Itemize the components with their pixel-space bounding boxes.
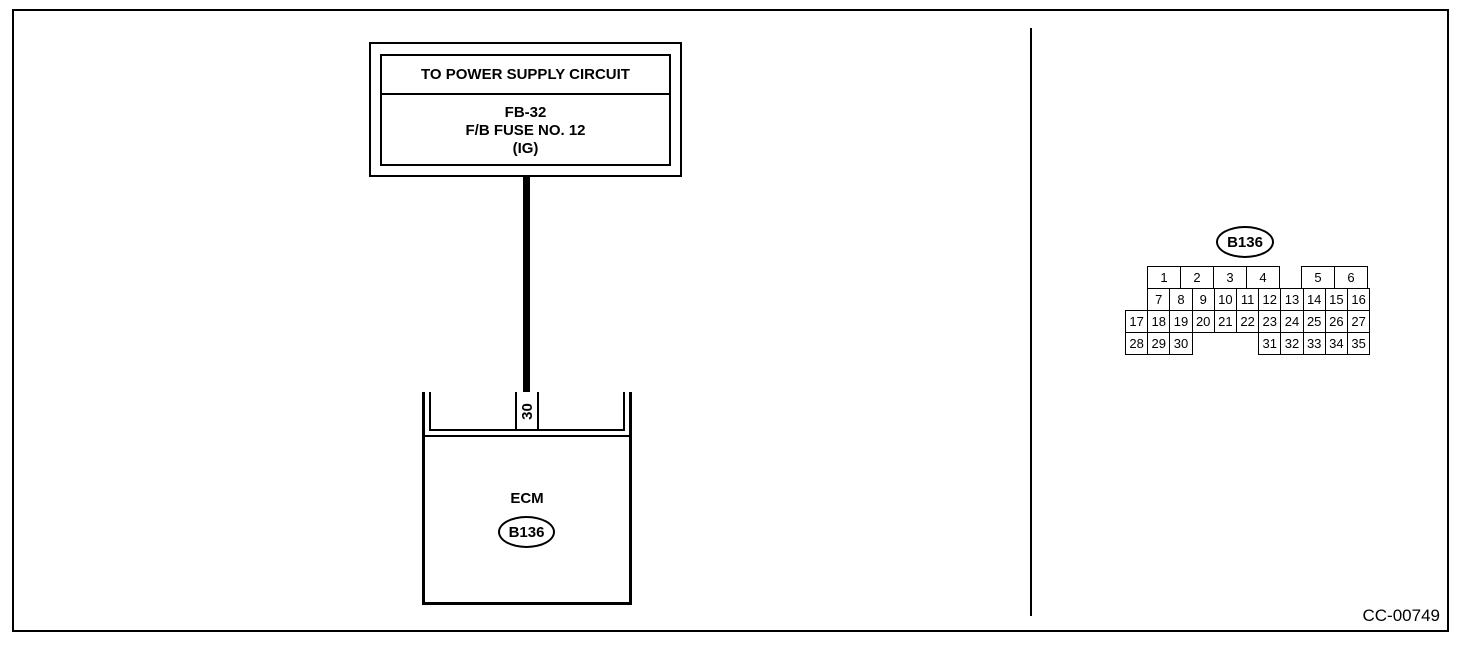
fuse-line-3: (IG) — [512, 139, 539, 157]
pin-15: 15 — [1324, 288, 1348, 311]
panel-divider — [1030, 28, 1032, 616]
diagram-frame — [12, 9, 1449, 632]
connector-view-badge: B136 — [1216, 226, 1274, 258]
pin-16: 16 — [1347, 288, 1371, 311]
pin-23: 23 — [1258, 310, 1282, 333]
pin-5: 5 — [1301, 266, 1335, 289]
pin-35: 35 — [1347, 332, 1371, 355]
pin-34: 34 — [1324, 332, 1348, 355]
pin-10: 10 — [1213, 288, 1237, 311]
pin-32: 32 — [1280, 332, 1304, 355]
pin-cell-divider-right — [537, 392, 539, 429]
pin-14: 14 — [1302, 288, 1326, 311]
pin-cell-divider-left — [515, 392, 517, 429]
pin-7: 7 — [1147, 288, 1171, 311]
fuse-line-1: FB-32 — [504, 103, 547, 121]
power-supply-title: TO POWER SUPPLY CIRCUIT — [421, 65, 630, 83]
pin-9: 9 — [1191, 288, 1215, 311]
power-supply-box — [369, 42, 682, 177]
ecm-label: ECM — [510, 490, 544, 507]
power-supply-separator — [382, 93, 669, 95]
pin-20: 20 — [1191, 310, 1215, 333]
pin-24: 24 — [1280, 310, 1304, 333]
pin-21: 21 — [1213, 310, 1237, 333]
pin-11: 11 — [1236, 288, 1260, 311]
ecm-connector-strip — [429, 392, 625, 431]
pin-29: 29 — [1147, 332, 1171, 355]
ecm-pin-number: 30 — [518, 402, 536, 420]
pin-13: 13 — [1280, 288, 1304, 311]
pin-2: 2 — [1180, 266, 1214, 289]
pin-3: 3 — [1213, 266, 1247, 289]
fuse-line-2: F/B FUSE NO. 12 — [465, 121, 586, 139]
pin-4: 4 — [1246, 266, 1280, 289]
pin-19: 19 — [1169, 310, 1193, 333]
pin-18: 18 — [1147, 310, 1171, 333]
ecm-pin-label: 30 — [517, 394, 537, 428]
pin-27: 27 — [1347, 310, 1371, 333]
fuse-info: FB-32 F/B FUSE NO. 12 (IG) — [382, 97, 669, 164]
pin-1: 1 — [1147, 266, 1181, 289]
pin-12: 12 — [1258, 288, 1282, 311]
pin-6: 6 — [1334, 266, 1368, 289]
power-wire — [523, 177, 530, 392]
ecm-connector-badge: B136 — [498, 516, 555, 548]
pin-30: 30 — [1169, 332, 1193, 355]
pin-33: 33 — [1302, 332, 1326, 355]
pin-8: 8 — [1169, 288, 1193, 311]
pin-17: 17 — [1125, 310, 1149, 333]
pin-31: 31 — [1258, 332, 1282, 355]
ecm-connector-separator — [425, 435, 629, 437]
pin-22: 22 — [1236, 310, 1260, 333]
pin-26: 26 — [1324, 310, 1348, 333]
pin-28: 28 — [1125, 332, 1149, 355]
power-supply-inner-box — [380, 54, 671, 166]
figure-code: CC-00749 — [1362, 606, 1441, 625]
pin-25: 25 — [1302, 310, 1326, 333]
ecm-box — [422, 392, 632, 605]
